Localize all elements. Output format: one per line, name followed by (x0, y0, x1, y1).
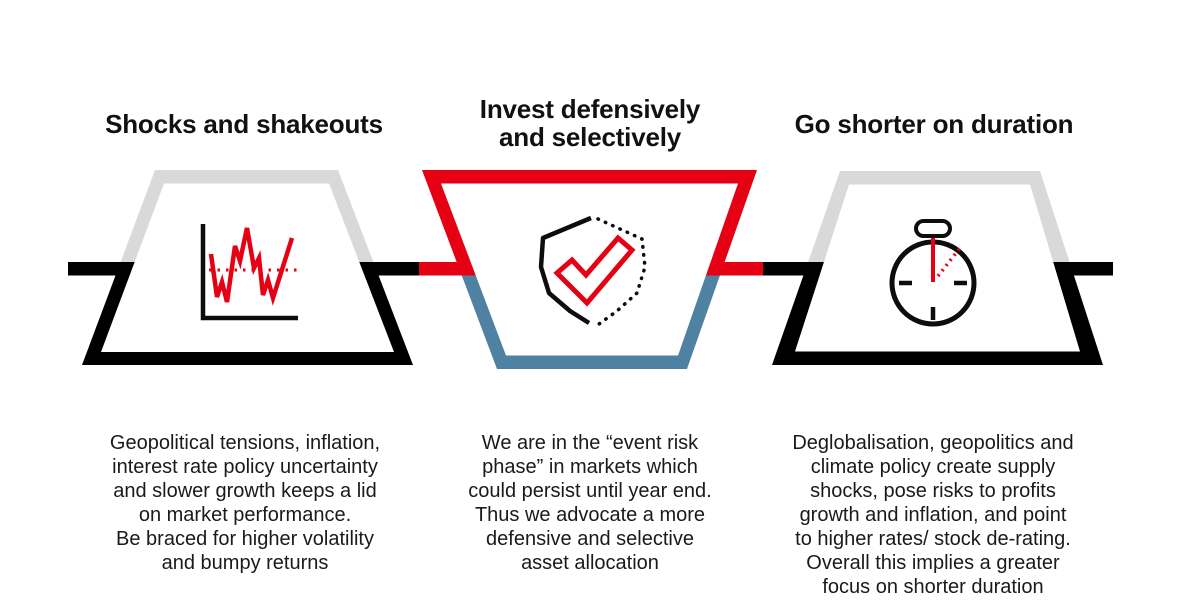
checkmark (553, 234, 636, 307)
shield-solid-outline (538, 215, 592, 325)
column-3-description: Deglobalisation, geopolitics and climate… (792, 432, 1074, 598)
column-3-title: Go shorter on duration (794, 108, 1074, 139)
trapezoid-left (82, 170, 413, 365)
stopwatch-icon (889, 219, 977, 327)
trapezoid-right (772, 171, 1103, 365)
shield-dotted-outline (596, 217, 647, 326)
chart-volatility-line (208, 227, 295, 306)
chart-axes (200, 224, 298, 321)
column-2-description: We are in the “event risk phase” in mark… (468, 432, 712, 574)
stopwatch-button (914, 219, 952, 238)
column-2-title: Invest defensively and selectively (479, 93, 701, 152)
column-1-description: Geopolitical tensions, inflation, intere… (109, 432, 381, 574)
shield-check-icon (538, 215, 647, 326)
trapezoid-left-interior (101, 183, 394, 352)
column-1-title: Shocks and shakeouts (105, 108, 383, 139)
trapezoid-right-interior (795, 184, 1080, 352)
volatility-chart-icon (200, 224, 301, 321)
